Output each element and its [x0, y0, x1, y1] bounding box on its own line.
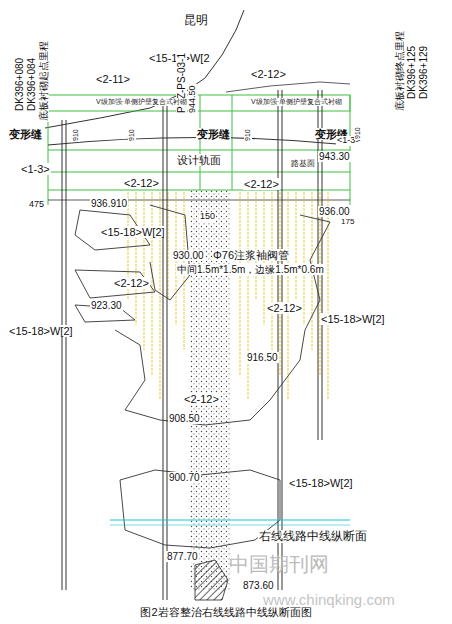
vertical-label: DK396+084 [26, 57, 37, 112]
section-label: 昆明 [183, 14, 209, 27]
vertical-label: 910 [244, 128, 252, 142]
section-label: Φ76注浆袖阀管 [212, 249, 290, 261]
section-label: <2-12> [113, 277, 150, 289]
section-label: 873.60 [242, 580, 275, 591]
vertical-label: 944.50 [188, 84, 198, 114]
grout-pipe [240, 192, 241, 375]
section-label: <2-12> [123, 177, 160, 189]
section-label: <15-18>W[2] [320, 313, 386, 325]
grout-pipe [168, 192, 169, 300]
section-label: <2-12> [266, 302, 303, 314]
section-label: <15-18>W[2] [100, 226, 166, 238]
section-label: <15-18>W[2] [8, 325, 74, 337]
section-label: 变形缝 [8, 128, 43, 140]
section-label: 943.30 [318, 151, 351, 162]
section-label: <2-11> [95, 73, 131, 85]
section-label: <2-12> [243, 178, 280, 190]
grout-pipe [136, 192, 137, 325]
grout-pipe [256, 192, 257, 300]
vertical-label: 910 [72, 128, 80, 142]
grout-pipe [304, 192, 305, 325]
section-label: 右线线路中线纵断面 [258, 530, 368, 543]
figure-caption: 图2岩容整治右线线路中线纵断面图 [139, 606, 312, 618]
vertical-label: DK396+129 [418, 45, 429, 100]
section-label: V级加强·单侧护壁复合式衬砌 [95, 98, 188, 106]
section-label: 916.50 [246, 352, 279, 363]
section-label: V级加强·单侧护壁复合式衬砌 [250, 98, 343, 106]
section-label: 900.70 [168, 472, 201, 483]
section-label: 路基面 [290, 160, 316, 169]
section-label: 175 [340, 218, 355, 227]
grout-pipe [160, 192, 161, 400]
section-label: 923.30 [90, 300, 123, 311]
vertical-label: 底板衬砌终点里程 [394, 30, 405, 112]
section-label: 936.00 [318, 206, 351, 217]
vertical-label: DK396+080 [14, 57, 25, 112]
section-label: 中国期刊网 [228, 553, 330, 575]
section-label: 908.50 [168, 413, 201, 424]
section-label: 中间1.5m*1.5m，边缘1.5m*0.6m [176, 264, 325, 275]
vertical-label: 底板衬砌起点里程 [38, 40, 49, 122]
section-label: 930.00 [172, 250, 205, 261]
grout-pipe [288, 192, 289, 400]
section-label: 150 [199, 212, 216, 222]
section-label: <15-18>W[2] [288, 477, 354, 489]
section-label: 设计轨面 [176, 154, 222, 166]
grout-pipe [152, 192, 153, 375]
section-label: 475 [28, 200, 45, 210]
section-label: 936.910 [90, 198, 128, 209]
section-label: <2-12> [250, 68, 287, 80]
grout-pipe [280, 192, 281, 375]
vertical-label: DK396+125 [406, 45, 417, 100]
grout-pipe [296, 192, 297, 300]
section-label: 变形缝 [196, 128, 231, 140]
section-label: <1-3> [20, 163, 51, 175]
vertical-label: 910 [354, 126, 362, 140]
grout-pipe [144, 192, 145, 350]
vertical-label: 910 [128, 128, 136, 142]
grout-pipe [328, 192, 329, 400]
section-label: <2-12> [183, 393, 220, 405]
section-label: 877.70 [166, 551, 199, 562]
grout-pipe [248, 192, 249, 400]
